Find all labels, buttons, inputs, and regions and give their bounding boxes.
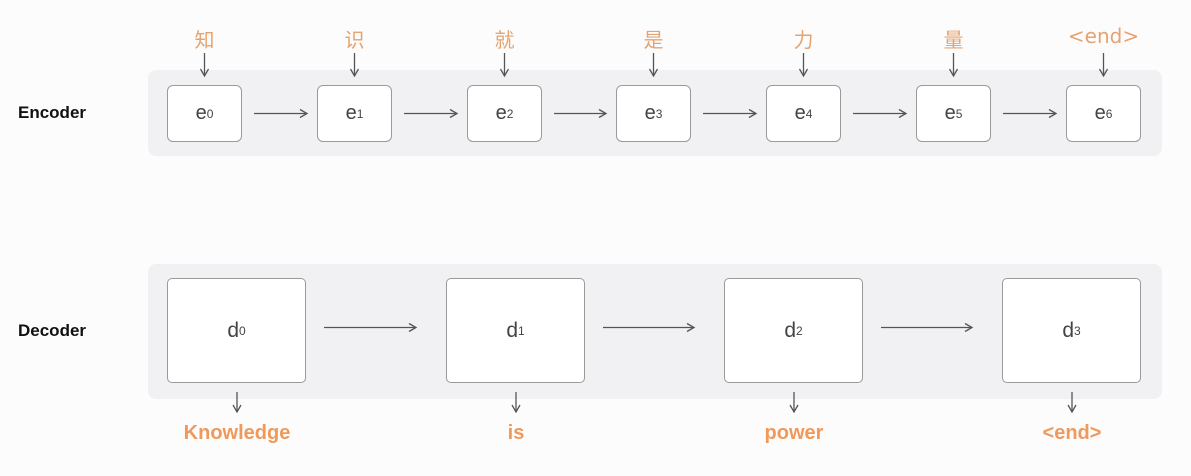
encoder-input-token: 量 (943, 28, 964, 52)
decoder-state-0-symbol: d (227, 318, 239, 342)
decoder-state-2-symbol: d (784, 318, 796, 342)
encoder-state-6-subscript: 6 (1105, 106, 1113, 121)
encoder-input-token: 力 (793, 28, 814, 52)
encoder-state-6-symbol: e (1094, 102, 1106, 124)
decoder-state-1-symbol: d (506, 318, 518, 342)
encoder-state-4-subscript: 4 (805, 106, 813, 121)
encoder-input-token: 识 (344, 28, 365, 52)
encoder-state-4-symbol: e (794, 102, 806, 124)
encoder-input-token: 就 (494, 28, 515, 52)
decoder-output-token: power (764, 422, 824, 444)
encoder-state-2-subscript: 2 (506, 106, 514, 121)
decoder-panel (148, 264, 1162, 399)
encoder-input-token: 知 (194, 28, 215, 52)
encoder-state-1-subscript: 1 (356, 106, 364, 121)
decoder-output-token: Knowledge (183, 422, 291, 444)
decoder-label: Decoder (18, 321, 87, 340)
encoder-state-5-symbol: e (944, 102, 956, 124)
decoder-state-3-subscript: 3 (1074, 323, 1081, 338)
encoder-state-0-symbol: e (195, 102, 207, 124)
encoder-label: Encoder (18, 103, 87, 122)
encoder-input-token: 是 (643, 28, 664, 52)
decoder-state-2-subscript: 2 (796, 323, 803, 338)
encoder-state-1-symbol: e (345, 102, 357, 124)
decoder-output-token: <end> (1042, 422, 1102, 444)
encoder-state-3-symbol: e (644, 102, 656, 124)
encoder-state-3-subscript: 3 (655, 106, 663, 121)
encoder-state-5-subscript: 5 (955, 106, 963, 121)
decoder-state-3-symbol: d (1062, 318, 1074, 342)
encoder-state-0-subscript: 0 (206, 106, 214, 121)
encoder-state-2-symbol: e (495, 102, 507, 124)
decoder-output-token: is (507, 422, 525, 444)
decoder-state-0-subscript: 0 (239, 323, 246, 338)
encoder-input-token: <end> (1067, 24, 1140, 48)
decoder-state-1-subscript: 1 (518, 323, 525, 338)
